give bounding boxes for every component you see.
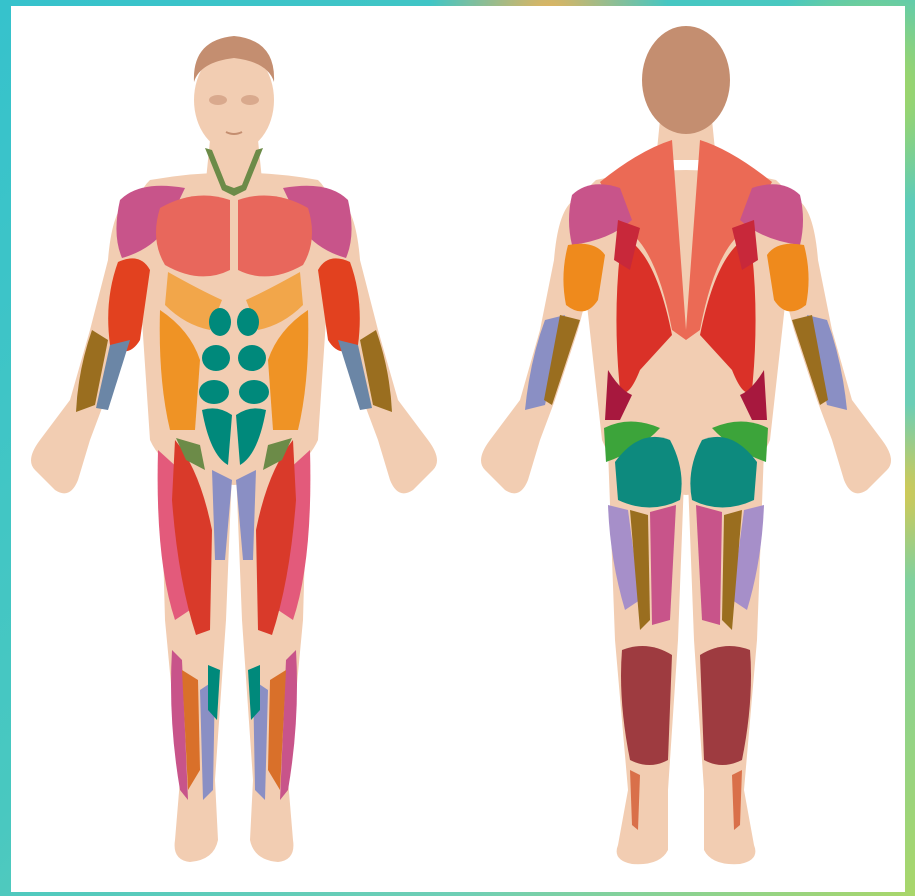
front-left-pectoral — [156, 196, 230, 277]
back-head — [642, 26, 730, 134]
back-figure — [481, 26, 891, 864]
front-skin — [31, 48, 437, 862]
front-figure — [31, 36, 437, 862]
back-right-calf — [700, 646, 751, 765]
back-left-calf — [621, 646, 672, 765]
back-skin — [481, 120, 891, 864]
front-right-pectoral — [238, 196, 312, 277]
